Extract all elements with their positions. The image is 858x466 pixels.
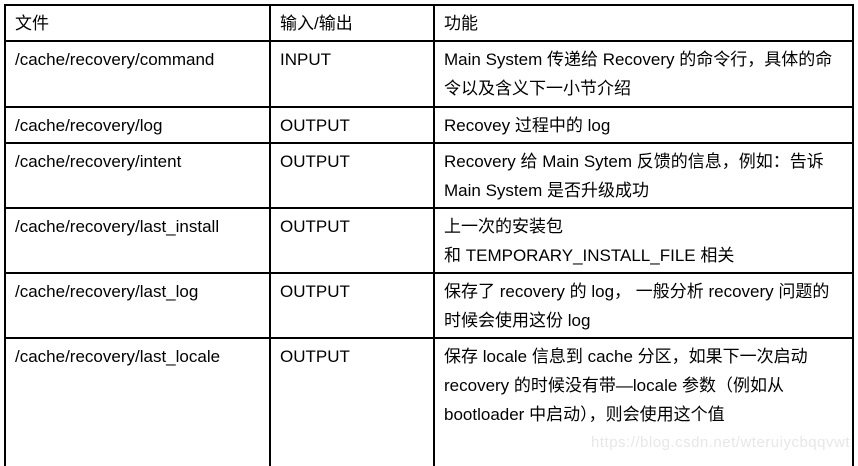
file-path-cell: /cache/recovery/intent [4,142,271,209]
file-path-cell: /cache/recovery/command [4,40,271,108]
file-path-cell: /cache/recovery/last_install [4,207,271,274]
table-row: /cache/recovery/intent OUTPUT Recovery 给… [4,142,854,209]
function-cell: 保存了 recovery 的 log， 一般分析 recovery 问题的时候会… [433,272,854,339]
io-cell: INPUT [269,40,435,108]
table-row: /cache/recovery/last_install OUTPUT 上一次的… [4,207,854,274]
table-header-row: 文件 输入/输出 功能 [4,4,854,42]
header-file: 文件 [4,4,271,42]
table-row: /cache/recovery/last_log OUTPUT 保存了 reco… [4,272,854,339]
io-cell: OUTPUT [269,207,435,274]
file-path-cell: /cache/recovery/last_log [4,272,271,339]
io-cell: OUTPUT [269,337,435,466]
recovery-files-table: 文件 输入/输出 功能 /cache/recovery/command INPU… [4,4,854,466]
table-row: /cache/recovery/last_locale OUTPUT 保存 lo… [4,337,854,466]
function-cell: Main System 传递给 Recovery 的命令行，具体的命令以及含义下… [433,40,854,108]
header-function: 功能 [433,4,854,42]
io-cell: OUTPUT [269,272,435,339]
io-cell: OUTPUT [269,106,435,144]
header-io: 输入/输出 [269,4,435,42]
file-path-cell: /cache/recovery/log [4,106,271,144]
file-path-cell: /cache/recovery/last_locale [4,337,271,466]
io-cell: OUTPUT [269,142,435,209]
function-cell: 上一次的安装包 和 TEMPORARY_INSTALL_FILE 相关 [433,207,854,274]
function-cell: 保存 locale 信息到 cache 分区，如果下一次启动 recovery … [433,337,854,466]
table-row: /cache/recovery/log OUTPUT Recovey 过程中的 … [4,106,854,144]
function-cell: Recovey 过程中的 log [433,106,854,144]
table-row: /cache/recovery/command INPUT Main Syste… [4,40,854,108]
function-cell: Recovery 给 Main Sytem 反馈的信息，例如：告诉 Main S… [433,142,854,209]
